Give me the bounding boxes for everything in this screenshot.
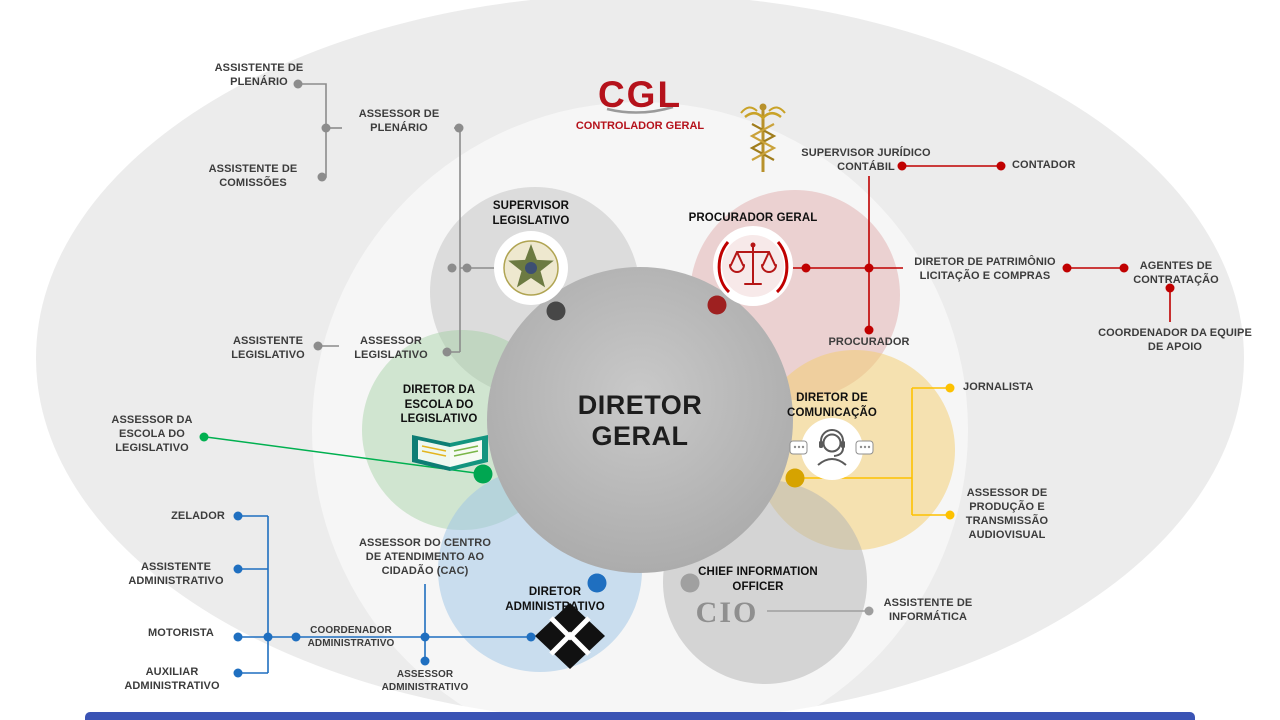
juridico-nodes (801, 161, 1175, 335)
dept-procurador-geral: PROCURADOR GERAL (688, 212, 818, 224)
label-auxiliar-administrativo: AUXILIAR ADMINISTRATIVO (124, 666, 220, 692)
procurador-anchor-dot (707, 295, 727, 315)
controlador-geral-label: CONTROLADOR GERAL (575, 120, 705, 132)
label-agentes-contratacao: AGENTES DE CONTRATAÇÃO (1133, 260, 1219, 286)
supervisor-anchor-dot (546, 301, 566, 321)
label-zelador: ZELADOR (171, 510, 225, 522)
dept-supervisor-legislativo: SUPERVISOR LEGISLATIVO (492, 200, 570, 227)
cio-logo: CIO (695, 596, 759, 629)
administrativo-anchor-dot (587, 573, 607, 593)
diretor-geral-title: DIRETOR GERAL (577, 390, 703, 452)
label-jornalista: JORNALISTA (963, 381, 1034, 393)
dept-diretor-escola: DIRETOR DA ESCOLA DO LEGISLATIVO (400, 384, 478, 426)
center-circle (487, 267, 793, 573)
escola-anchor-dot (473, 464, 493, 484)
escola-book-icon (412, 435, 488, 471)
label-assessor-administrativo: ASSESSOR ADMINISTRATIVO (381, 669, 469, 693)
label-coordenador-equipe-apoio: COORDENADOR DA EQUIPE DE APOIO (1098, 327, 1252, 353)
comunicacao-headset-icon (789, 418, 874, 480)
comunicacao-anchor-dot (785, 468, 805, 488)
label-assistente-legislativo: ASSISTENTE LEGISLATIVO (231, 335, 305, 361)
informatica-connectors (767, 606, 874, 616)
label-supervisor-juridico-contabil: SUPERVISOR JURÍDICO CONTÁBIL (801, 147, 931, 173)
footer-bar (85, 712, 1195, 720)
label-assessor-producao: ASSESSOR DE PRODUÇÃO E TRANSMISSÃO AUDIO… (965, 487, 1049, 541)
cgl-logo: CGL (597, 74, 683, 115)
administrativo-connectors (241, 515, 532, 674)
legislativo-nodes (293, 79, 472, 357)
label-procurador: PROCURADOR (828, 336, 910, 348)
label-assessor-legislativo: ASSESSOR LEGISLATIVO (354, 335, 428, 361)
label-assistente-comissoes: ASSISTENTE DE COMISSÕES (208, 163, 298, 189)
label-assistente-plenario: ASSISTENTE DE PLENÁRIO (214, 62, 304, 88)
comunicacao-nodes (945, 383, 955, 520)
speech-bubble-icons (789, 440, 874, 455)
cgl-logo-swoosh (606, 105, 674, 114)
label-assistente-administrativo: ASSISTENTE ADMINISTRATIVO (128, 561, 224, 587)
label-contador: CONTADOR (1012, 159, 1076, 171)
label-diretor-patrimonio: DIRETOR DE PATRIMÔNIO LICITAÇÃO E COMPRA… (914, 256, 1056, 282)
supervisor-emblem-icon (494, 231, 568, 305)
cio-anchor-dot (680, 573, 700, 593)
comunicacao-connectors (795, 387, 946, 516)
dept-cio: CHIEF INFORMATION OFFICER (698, 566, 818, 593)
administrativo-nodes (233, 511, 536, 678)
label-motorista: MOTORISTA (148, 627, 214, 639)
dept-diretor-comunicacao: DIRETOR DE COMUNICAÇÃO (787, 392, 877, 419)
procurador-emblem-icon (713, 226, 793, 306)
label-assessor-cac: ASSESSOR DO CENTRO DE ATENDIMENTO AO CID… (359, 537, 491, 577)
petal-anchor-dots (473, 295, 805, 593)
label-assistente-informatica: ASSISTENTE DE INFORMÁTICA (883, 597, 973, 623)
label-assessor-escola: ASSESSOR DA ESCOLA DO LEGISLATIVO (111, 414, 193, 454)
label-assessor-plenario: ASSESSOR DE PLENÁRIO (358, 108, 440, 134)
juridico-connectors (793, 165, 1171, 330)
caduceus-icon (740, 103, 786, 172)
administrativo-logo-icon (535, 603, 605, 669)
dept-diretor-administrativo: DIRETOR ADMINISTRATIVO (505, 586, 605, 613)
label-coordenador-administrativo: COORDENADOR ADMINISTRATIVO (307, 625, 395, 649)
